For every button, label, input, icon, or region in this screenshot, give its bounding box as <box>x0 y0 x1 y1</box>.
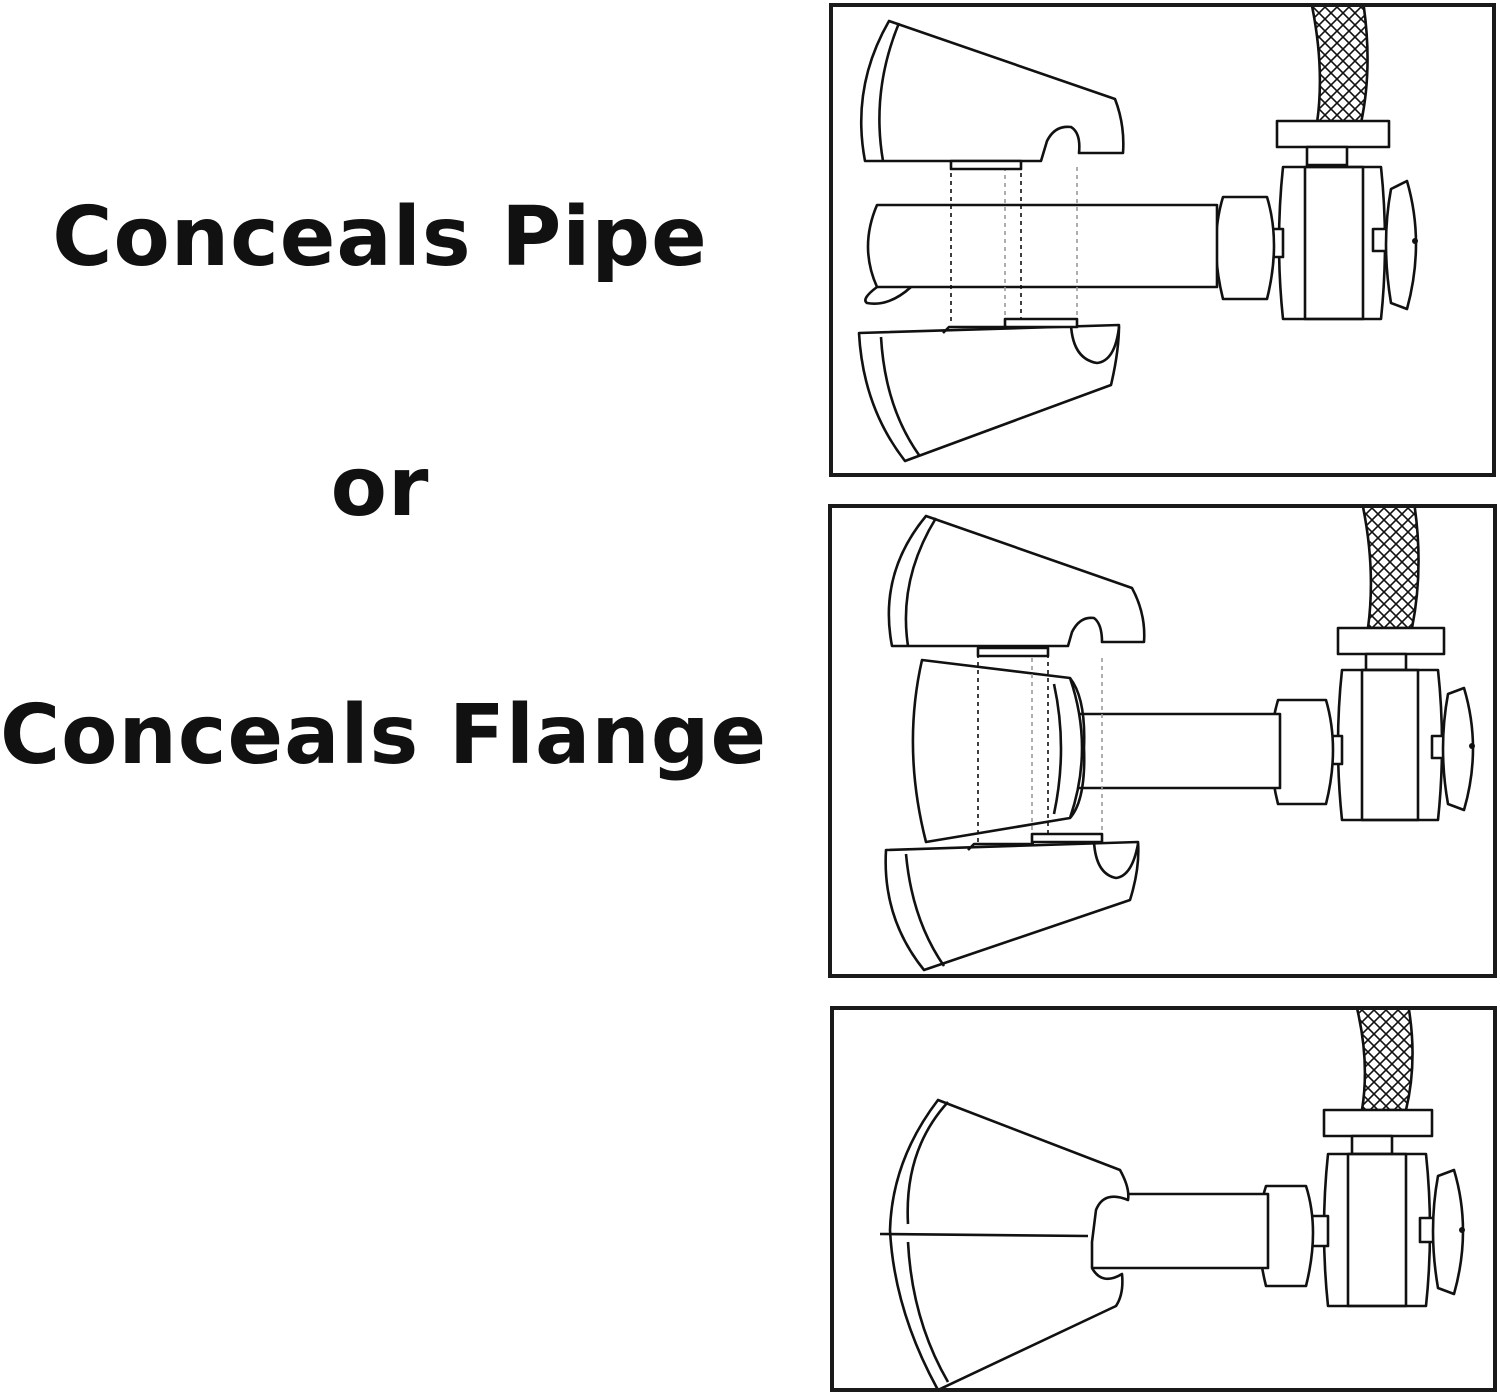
braided-hose-icon <box>1361 508 1420 630</box>
assembled-escutcheon-diagram <box>879 1010 1465 1388</box>
pipe-icon <box>1083 1192 1270 1270</box>
escutcheon-upper-half-icon <box>887 514 1146 648</box>
escutcheon-upper-half-icon <box>860 19 1125 163</box>
caption-conceals-flange: Conceals Flange <box>0 688 768 783</box>
inlet-nut-icon <box>1214 195 1276 301</box>
caption-conceals-pipe: Conceals Pipe <box>52 190 708 285</box>
valve-handle-icon <box>1384 179 1418 311</box>
valve-body-icon <box>1277 165 1387 321</box>
braided-hose-icon <box>1356 1010 1414 1112</box>
hose-nut-icon <box>1336 626 1446 656</box>
valve-body-icon <box>1322 1152 1432 1308</box>
exploded-escutcheon-over-pipe-diagram <box>857 7 1418 463</box>
diagram-panel-assembled <box>830 1006 1497 1392</box>
diagram-panel-flange <box>828 504 1497 978</box>
escutcheon-lower-half-icon <box>884 840 1140 972</box>
exploded-escutcheon-over-flange-diagram <box>884 508 1475 972</box>
caption-or: or <box>330 440 430 535</box>
hose-nut-icon <box>1275 119 1391 149</box>
flange-icon <box>911 658 1084 844</box>
escutcheon-lower-half-icon <box>857 323 1121 463</box>
valve-body-icon <box>1336 668 1444 822</box>
pipe-icon <box>866 203 1219 289</box>
escutcheon-assembled-icon <box>888 1098 1130 1388</box>
pipe-icon <box>1064 712 1282 790</box>
diagram-panel-pipe <box>829 3 1496 477</box>
hose-nut-icon <box>1322 1108 1434 1138</box>
braided-hose-icon <box>1310 7 1369 125</box>
valve-handle-icon <box>1441 686 1475 812</box>
valve-handle-icon <box>1431 1168 1465 1296</box>
